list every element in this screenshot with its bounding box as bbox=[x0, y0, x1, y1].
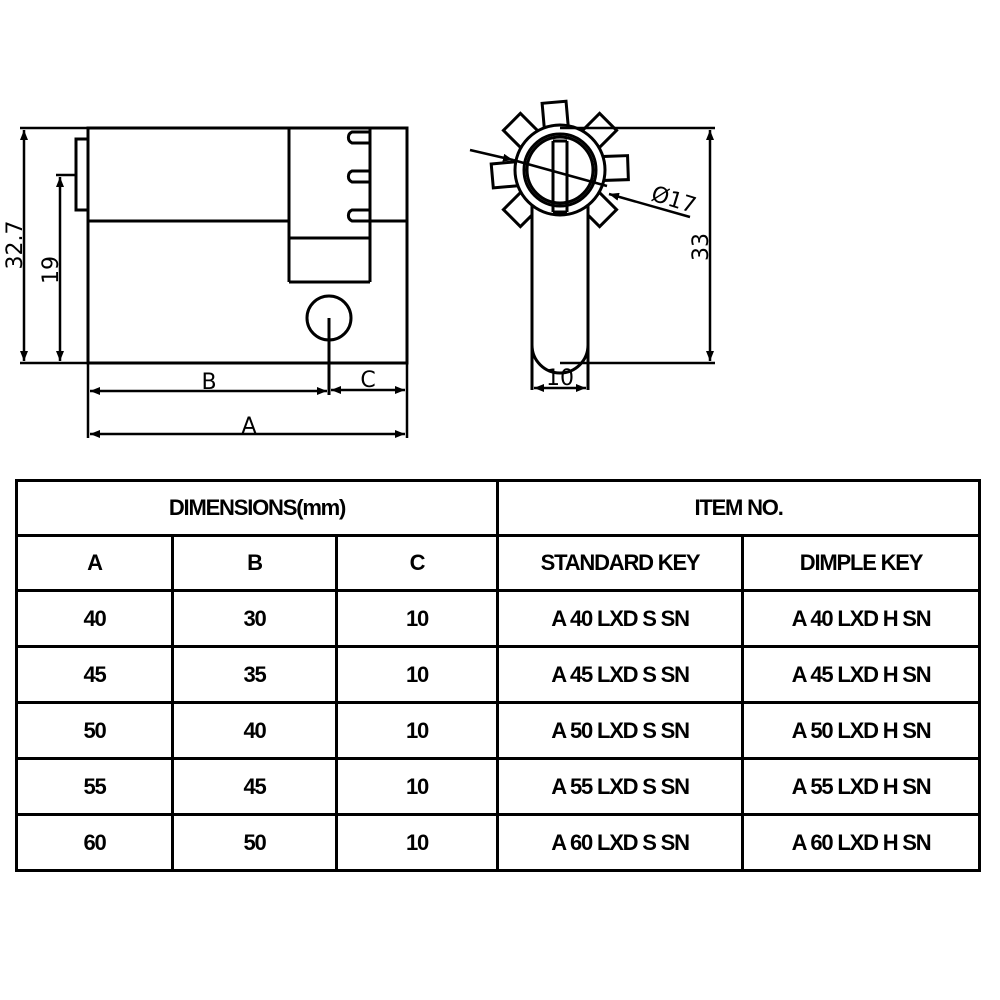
column-header-b: B bbox=[171, 534, 338, 592]
cell-c: 10 bbox=[334, 701, 500, 760]
cell-c: 10 bbox=[334, 645, 500, 704]
column-header-a: A bbox=[15, 534, 174, 592]
cell-b: 40 bbox=[171, 701, 338, 760]
column-header-row: A B C STANDARD KEY DIMPLE KEY bbox=[15, 534, 982, 592]
dimensions-header: DIMENSIONS(mm) bbox=[14, 479, 500, 537]
column-header-dimple-key: DIMPLE KEY bbox=[741, 534, 982, 592]
item-no-header: ITEM NO. bbox=[496, 479, 982, 537]
table-row: 40 30 10 A 40 LXD S SN A 40 LXD H SN bbox=[15, 589, 982, 648]
cell-c: 10 bbox=[334, 589, 500, 648]
front-view bbox=[489, 99, 630, 390]
cell-b: 30 bbox=[171, 589, 338, 648]
cell-dimple-key: A 50 LXD H SN bbox=[741, 701, 982, 760]
side-view-labels: 32.7 19 B C A bbox=[3, 221, 376, 439]
cell-a: 60 bbox=[15, 813, 174, 872]
cell-a: 40 bbox=[15, 589, 174, 648]
dim-33-label: 33 bbox=[689, 233, 714, 261]
table-row: 55 45 10 A 55 LXD S SN A 55 LXD H SN bbox=[15, 757, 982, 816]
cell-a: 50 bbox=[15, 701, 174, 760]
dim-diameter-label: Ø17 bbox=[648, 182, 699, 219]
cell-c: 10 bbox=[334, 813, 500, 872]
side-view bbox=[74, 126, 409, 395]
dim-c-label: C bbox=[360, 368, 375, 393]
dim-10-label: 10 bbox=[546, 366, 574, 391]
technical-drawing: 32.7 19 B C A bbox=[3, 99, 715, 439]
cell-b: 35 bbox=[171, 645, 338, 704]
cell-dimple-key: A 45 LXD H SN bbox=[741, 645, 982, 704]
group-header-row: DIMENSIONS(mm) ITEM NO. bbox=[14, 479, 982, 537]
cell-a: 45 bbox=[15, 645, 174, 704]
cell-standard-key: A 50 LXD S SN bbox=[496, 701, 745, 760]
table-row: 50 40 10 A 50 LXD S SN A 50 LXD H SN bbox=[15, 701, 982, 760]
column-header-c: C bbox=[334, 534, 500, 592]
cell-b: 50 bbox=[171, 813, 338, 872]
cell-a: 55 bbox=[15, 757, 174, 816]
cell-b: 45 bbox=[171, 757, 338, 816]
column-header-standard-key: STANDARD KEY bbox=[496, 534, 745, 592]
cell-standard-key: A 45 LXD S SN bbox=[496, 645, 745, 704]
cell-dimple-key: A 40 LXD H SN bbox=[741, 589, 982, 648]
dim-b-label: B bbox=[201, 370, 216, 395]
dim-a-label: A bbox=[241, 414, 256, 439]
cell-c: 10 bbox=[334, 757, 500, 816]
cell-standard-key: A 55 LXD S SN bbox=[496, 757, 745, 816]
dim-32-7-label: 32.7 bbox=[3, 221, 28, 270]
specification-table: DIMENSIONS(mm) ITEM NO. A B C STANDARD K… bbox=[14, 479, 982, 872]
cell-dimple-key: A 55 LXD H SN bbox=[741, 757, 982, 816]
side-view-dimensions bbox=[20, 126, 409, 438]
cell-standard-key: A 40 LXD S SN bbox=[496, 589, 745, 648]
table-row: 60 50 10 A 60 LXD S SN A 60 LXD H SN bbox=[15, 813, 982, 872]
front-view-dimensions bbox=[469, 126, 715, 392]
dim-19-label: 19 bbox=[39, 256, 64, 284]
cell-standard-key: A 60 LXD S SN bbox=[496, 813, 745, 872]
table-row: 45 35 10 A 45 LXD S SN A 45 LXD H SN bbox=[15, 645, 982, 704]
cell-dimple-key: A 60 LXD H SN bbox=[741, 813, 982, 872]
